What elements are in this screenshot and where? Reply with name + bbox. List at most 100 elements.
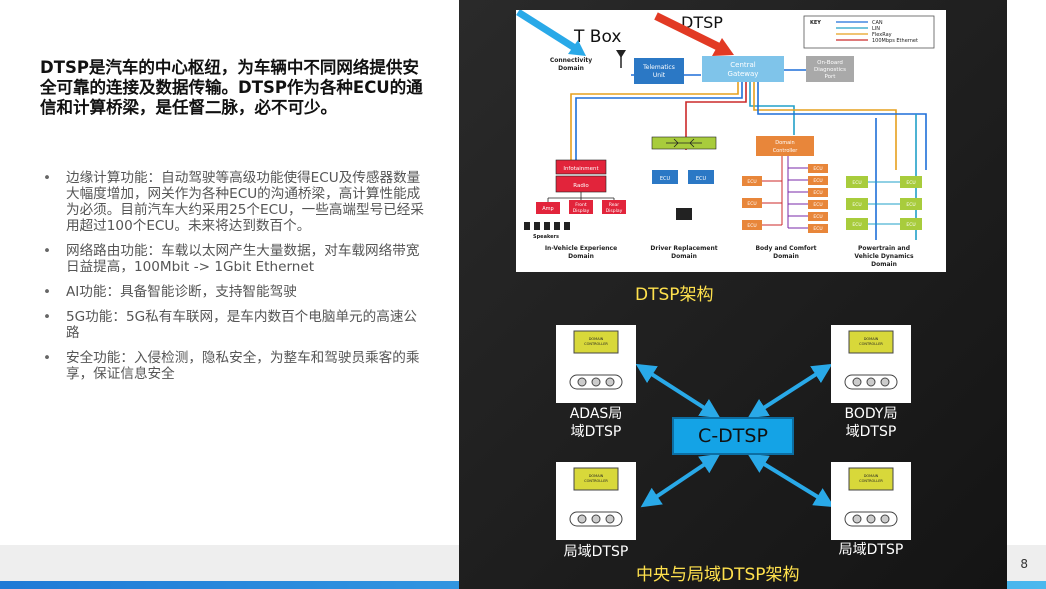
ecu-box [808, 176, 828, 185]
powertrain-domain-line1: Powertrain and [858, 245, 910, 252]
powertrain-domain-line3: Domain [871, 261, 897, 268]
key-flexray: FlexRay [872, 32, 892, 38]
bullet-item: •5G功能：5G私有车联网，是车内数百个电脑单元的高速公路 [40, 309, 425, 341]
bullet-list: • 边缘计算功能：自动驾驶等高级功能使得ECU及传感器数量大幅度增加，网关作为各种… [40, 170, 425, 382]
telematics-line1: Telematics [642, 64, 675, 71]
bullet-item: •安全功能：入侵检测，隐私安全，为整车和驾驶员乘客的乘享，保证信息安全 [40, 350, 425, 382]
topology-arrows [635, 363, 835, 508]
body-label-line1: BODY局 [844, 406, 898, 422]
bullet-dot: • [43, 243, 52, 259]
obd-line1: On-Board [817, 60, 843, 66]
amp-box [536, 202, 560, 214]
ecu-box [808, 224, 828, 233]
dtsp-architecture-caption: DTSP架构 [635, 285, 714, 305]
controller-text2: CONTROLLER [584, 342, 608, 346]
ecu-label: ECU [813, 166, 822, 172]
body-label-line2: 域DTSP [845, 424, 897, 440]
controller-text1: DOMAIN [864, 474, 879, 478]
controller-text2: CONTROLLER [584, 479, 608, 483]
obd-line2: Diagnostics [814, 67, 846, 73]
ecu-box [688, 170, 714, 184]
bullet-text: 边缘计算功能：自动驾驶等高级功能使得ECU及传感器数量大幅度增加，网关作为各种E… [66, 170, 424, 234]
body-domain-line1: Body and Comfort [755, 245, 816, 252]
controller-text2: CONTROLLER [859, 342, 883, 346]
tbox-arrow-icon [516, 9, 586, 56]
driver-domain-line1: Driver Replacement [650, 245, 717, 252]
dtsp-architecture-diagram: T Box DTSP Connectivity Domain Telematic… [516, 9, 946, 272]
ecu-box [900, 218, 922, 230]
key-title: KEY [810, 20, 821, 26]
in-vehicle-domain-line1: In-Vehicle Experience [545, 245, 617, 252]
driver-domain-line2: Domain [671, 253, 697, 260]
camera-icon [676, 208, 692, 220]
diagram-panel: T Box DTSP Connectivity Domain Telematic… [459, 0, 1007, 589]
domain-controller-line2: Controller [773, 148, 799, 154]
bullet-dot: • [43, 284, 52, 300]
infotainment-label: Infotainment [563, 166, 599, 172]
ecu-box [742, 198, 762, 208]
bullet-text: AI功能：具备智能诊断，支持智能驾驶 [66, 284, 297, 300]
bullet-dot: • [43, 170, 52, 186]
local-domain-label-left: 局域DTSP [563, 544, 629, 560]
ecu-label: ECU [813, 190, 822, 196]
page-number: 8 [1020, 557, 1028, 571]
controller-svg: DOMAIN CONTROLLER [569, 467, 623, 527]
dtsp-arrow-icon [654, 12, 734, 56]
ecu-box [846, 198, 868, 210]
key-lin: LIN [872, 26, 880, 32]
obd-line3: Port [825, 74, 837, 80]
ecu-box [652, 170, 678, 184]
ecu-label: ECU [747, 179, 756, 185]
bullet-item: • 网络路由功能：车载以太网产生大量数据，对车载网络带宽日益提高，100Mbit … [40, 243, 425, 275]
ecu-box [846, 218, 868, 230]
front-display-line1: Front [575, 202, 587, 208]
rear-display-line1: Rear [609, 202, 619, 208]
controller-text2: CONTROLLER [859, 479, 883, 483]
controller-text1: DOMAIN [589, 337, 604, 341]
ecu-box [808, 212, 828, 221]
body-controller-image: DOMAIN CONTROLLER [831, 325, 911, 403]
amp-label: Amp [542, 206, 553, 212]
ecu-label: ECU [906, 222, 915, 228]
arrow-bottom-right [747, 453, 835, 508]
ecu-label: ECU [813, 226, 822, 232]
gateway-line2: Gateway [728, 70, 759, 78]
adas-label-line1: ADAS局 [569, 406, 623, 422]
ecu-box [808, 188, 828, 197]
front-display-line2: Display [573, 208, 590, 214]
ecu-box [808, 164, 828, 173]
ecu-label: ECU [813, 178, 822, 184]
bullet-item: • 边缘计算功能：自动驾驶等高级功能使得ECU及传感器数量大幅度增加，网关作为各种… [40, 170, 425, 234]
tbox-label: T Box [573, 27, 621, 47]
ecu-box [900, 176, 922, 188]
telematics-line2: Unit [653, 72, 666, 79]
front-display-box [569, 200, 593, 214]
telematics-unit-box [634, 58, 684, 84]
domain-controller-box [756, 136, 814, 156]
adas-domain-label: ADAS局 域DTSP [557, 405, 635, 441]
ecu-label: ECU [852, 222, 861, 228]
dtsp-label: DTSP [681, 13, 723, 32]
ecu-label: ECU [747, 201, 756, 207]
arrow-bottom-left [640, 453, 721, 508]
obd-port-box [806, 56, 854, 82]
ecu-box [742, 220, 762, 230]
rear-display-box [602, 200, 626, 214]
bullet-text: 网络路由功能：车载以太网产生大量数据，对车载网络带宽日益提高，100Mbit -… [66, 243, 420, 275]
connectivity-domain-line2: Domain [558, 65, 584, 72]
ecu-label: ECU [660, 176, 671, 182]
ecu-box [900, 198, 922, 210]
c-dtsp-box: C-DTSP [672, 417, 794, 455]
ecu-label: ECU [813, 214, 822, 220]
arrow-body [747, 363, 833, 419]
radio-label: Radio [573, 183, 589, 189]
ecu-label: ECU [852, 202, 861, 208]
local-domain-label-right: 局域DTSP [838, 542, 904, 558]
antenna-icon [616, 50, 626, 68]
controller-svg: DOMAIN CONTROLLER [569, 330, 623, 390]
ecu-box [846, 176, 868, 188]
controller-text1: DOMAIN [589, 474, 604, 478]
central-gateway-box [702, 56, 784, 82]
headline: DTSP是汽车的中心枢纽，为车辆中不同网络提供安全可靠的连接及数据传输。DTSP… [40, 58, 423, 117]
